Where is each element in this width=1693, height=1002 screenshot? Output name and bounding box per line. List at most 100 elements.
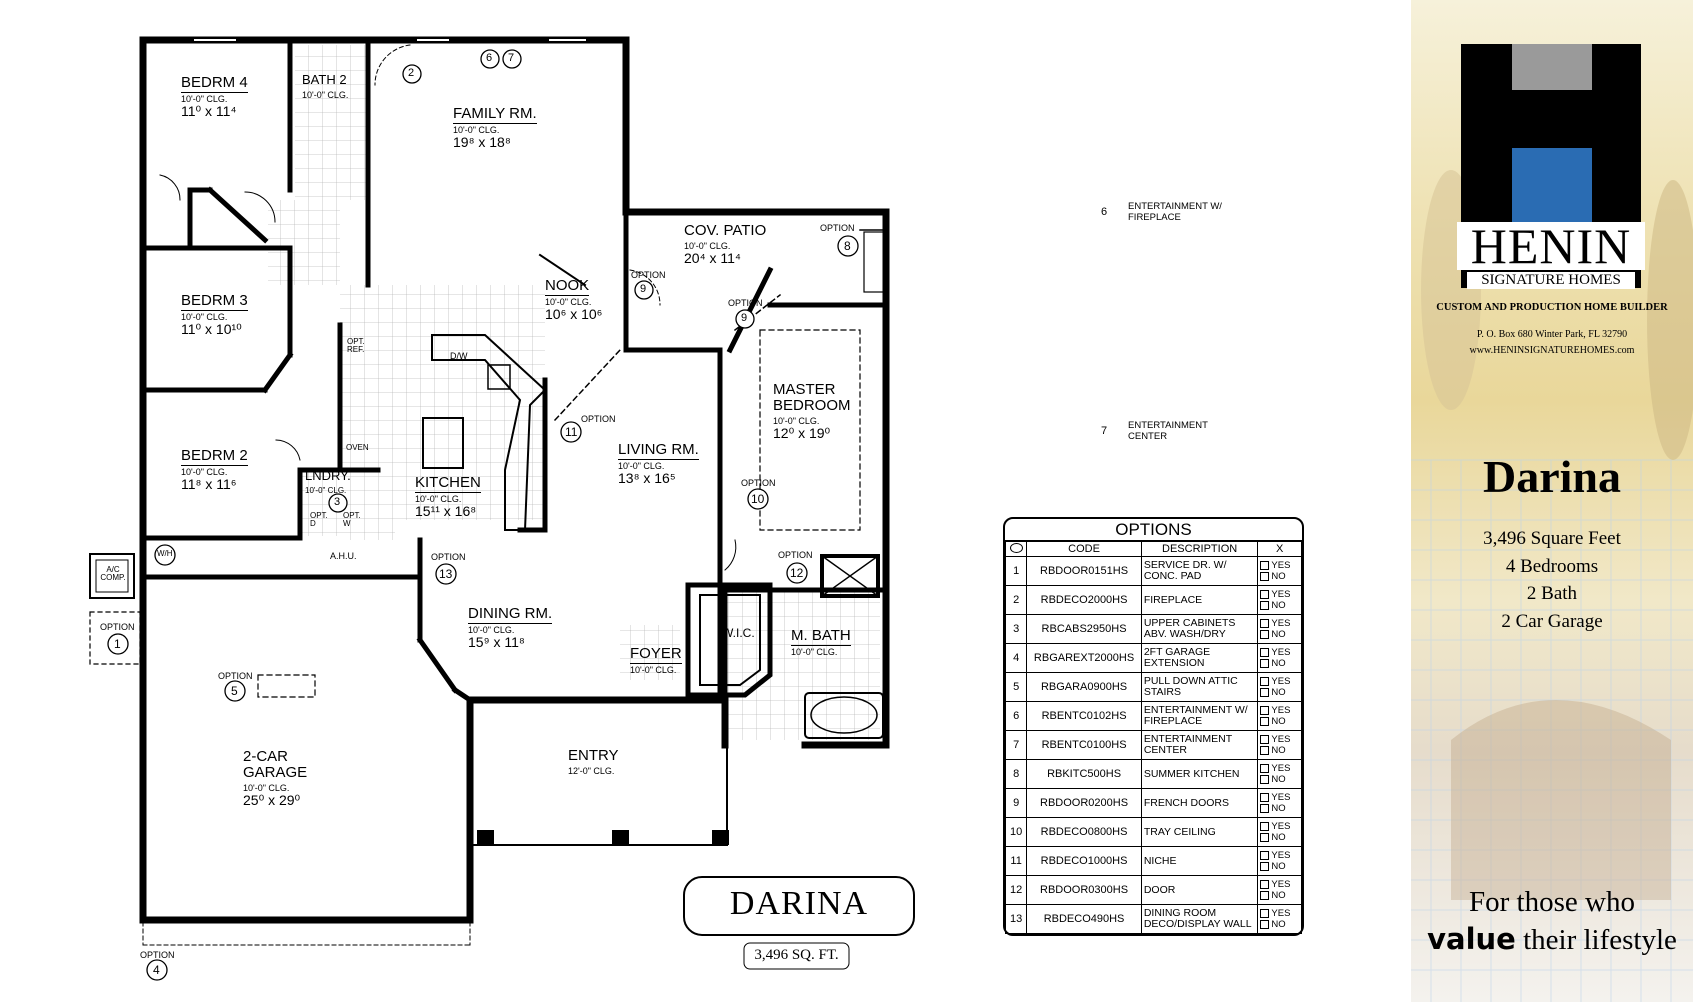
yes-checkbox[interactable] xyxy=(1260,589,1270,599)
option-label: OPTION xyxy=(581,414,616,424)
room-name: ENTRY xyxy=(568,747,619,764)
option-label: OPTION xyxy=(820,223,855,233)
callout-7 xyxy=(502,49,522,69)
no-checkbox[interactable] xyxy=(1260,629,1270,639)
no-checkbox[interactable] xyxy=(1260,600,1270,610)
no-label: NO xyxy=(1271,687,1286,698)
room-bath2: BATH 2 10'-0" CLG. xyxy=(302,72,348,100)
yes-label: YES xyxy=(1271,734,1291,745)
brand-panel: HENIN SIGNATURE HOMES CUSTOM AND PRODUCT… xyxy=(1411,0,1693,1002)
options-header-row: CODE DESCRIPTION X xyxy=(1004,541,1302,557)
brand-website: www.HENINSIGNATUREHOMES.com xyxy=(1469,345,1635,356)
logo-gray-block xyxy=(1512,44,1592,90)
yes-checkbox[interactable] xyxy=(1260,908,1270,918)
no-checkbox[interactable] xyxy=(1260,687,1270,697)
tiled-floor-mbath xyxy=(725,590,880,740)
yes-checkbox[interactable] xyxy=(1260,560,1270,570)
ahu-label: A.H.U. xyxy=(330,551,357,561)
callout-number: 6 xyxy=(486,52,493,64)
yes-label: YES xyxy=(1271,618,1291,629)
no-checkbox[interactable] xyxy=(1260,658,1270,668)
no-checkbox[interactable] xyxy=(1260,571,1270,581)
no-checkbox[interactable] xyxy=(1260,890,1270,900)
no-checkbox[interactable] xyxy=(1260,716,1270,726)
logo-company-name: HENIN xyxy=(1457,221,1645,271)
oven-label: OVEN xyxy=(346,443,369,452)
ac-comp-box xyxy=(89,553,135,599)
no-checkbox[interactable] xyxy=(1260,745,1270,755)
slogan-value: value xyxy=(1427,922,1516,956)
room-name: BATH 2 xyxy=(302,72,347,87)
room-ceiling: 10'-0" CLG. xyxy=(181,93,228,104)
room-patio: COV. PATIO 10'-0" CLG. 20⁴ x 11⁴ xyxy=(684,223,774,266)
yes-checkbox[interactable] xyxy=(1260,705,1270,715)
header-num xyxy=(1004,541,1028,557)
yes-label: YES xyxy=(1271,850,1291,861)
room-ceiling: 10'-0" CLG. xyxy=(305,485,347,495)
room-ceiling: 12'-0" CLG. xyxy=(568,765,615,776)
tiled-floor-bath2 xyxy=(295,45,368,200)
option-description: PULL DOWN ATTIC STAIRS xyxy=(1140,672,1259,702)
callout-number: 9 xyxy=(741,312,748,324)
tiled-floor-hall xyxy=(268,200,340,285)
room-name: FAMILY RM. xyxy=(453,105,537,124)
spec-garage: 2 Car Garage xyxy=(1501,611,1603,632)
option-label: OPTION xyxy=(741,478,776,488)
callout-2 xyxy=(402,64,422,84)
option-number: 11 xyxy=(1004,846,1028,876)
plan-sqft: 3,496 SQ. FT. xyxy=(754,947,839,963)
option-number: 6 xyxy=(1004,701,1028,731)
no-label: NO xyxy=(1271,571,1286,582)
yes-label: YES xyxy=(1271,908,1291,919)
option-description: TRAY CEILING xyxy=(1140,817,1259,847)
yes-checkbox[interactable] xyxy=(1260,676,1270,686)
yes-checkbox[interactable] xyxy=(1260,821,1270,831)
yes-label: YES xyxy=(1271,763,1291,774)
yes-checkbox[interactable] xyxy=(1260,763,1270,773)
room-ceiling: 10'-0" CLG. xyxy=(618,460,665,471)
room-name: BEDRM 2 xyxy=(181,447,248,466)
no-label: NO xyxy=(1271,803,1286,814)
no-checkbox[interactable] xyxy=(1260,774,1270,784)
room-mbath: M. BATH 10'-0" CLG. xyxy=(791,628,851,657)
option-description: SERVICE DR. W/ CONC. PAD xyxy=(1140,556,1259,586)
room-name: LIVING RM. xyxy=(618,441,699,460)
room-dimensions: 13⁸ x 16⁵ xyxy=(618,470,676,487)
no-checkbox[interactable] xyxy=(1260,803,1270,813)
yes-checkbox[interactable] xyxy=(1260,792,1270,802)
room-entry: ENTRY 12'-0" CLG. xyxy=(568,748,619,776)
wall xyxy=(206,186,269,244)
yes-checkbox[interactable] xyxy=(1260,850,1270,860)
logo-blue-block xyxy=(1512,148,1592,224)
no-checkbox[interactable] xyxy=(1260,832,1270,842)
option-description: NICHE xyxy=(1140,846,1259,876)
no-label: NO xyxy=(1271,919,1286,930)
yes-checkbox[interactable] xyxy=(1260,734,1270,744)
yes-checkbox[interactable] xyxy=(1260,647,1270,657)
room-kitchen: KITCHEN 10'-0" CLG. 15¹¹ x 16⁸ xyxy=(415,475,481,519)
kitchen-counter xyxy=(431,334,547,531)
callout-number: 9 xyxy=(640,283,647,295)
option-label: OPTION xyxy=(100,622,135,632)
yes-label: YES xyxy=(1271,879,1291,890)
no-checkbox[interactable] xyxy=(1260,861,1270,871)
option-label: OPTION xyxy=(631,270,666,280)
room-name: LNDRY. xyxy=(305,468,351,483)
option-code: RBDECO2000HS xyxy=(1026,585,1142,615)
header-code: CODE xyxy=(1026,541,1142,557)
option-number: 8 xyxy=(1004,759,1028,789)
option-description: SUMMER KITCHEN xyxy=(1140,759,1259,789)
yes-checkbox[interactable] xyxy=(1260,618,1270,628)
callout-12 xyxy=(786,562,808,584)
no-checkbox[interactable] xyxy=(1260,919,1270,929)
wall xyxy=(451,686,474,704)
yes-checkbox[interactable] xyxy=(1260,879,1270,889)
